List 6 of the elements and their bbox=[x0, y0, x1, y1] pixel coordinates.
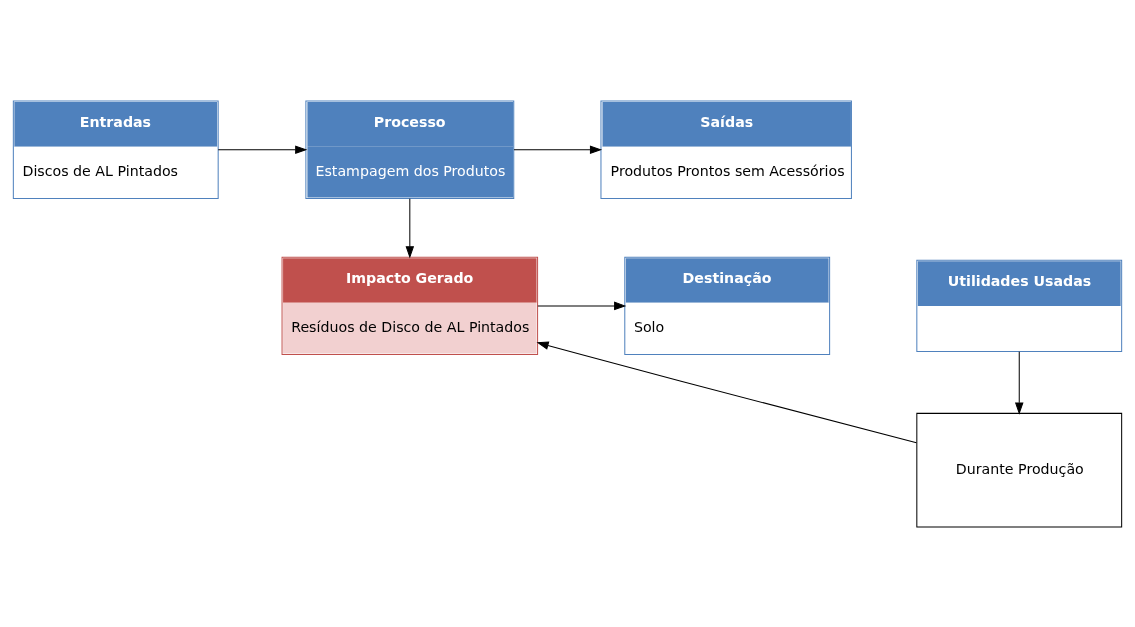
arrow bbox=[536, 341, 917, 443]
arrow bbox=[513, 144, 603, 154]
arrow bbox=[217, 144, 308, 154]
arrow bbox=[405, 197, 415, 258]
arrow bbox=[537, 301, 627, 310]
arrow bbox=[1015, 350, 1024, 415]
